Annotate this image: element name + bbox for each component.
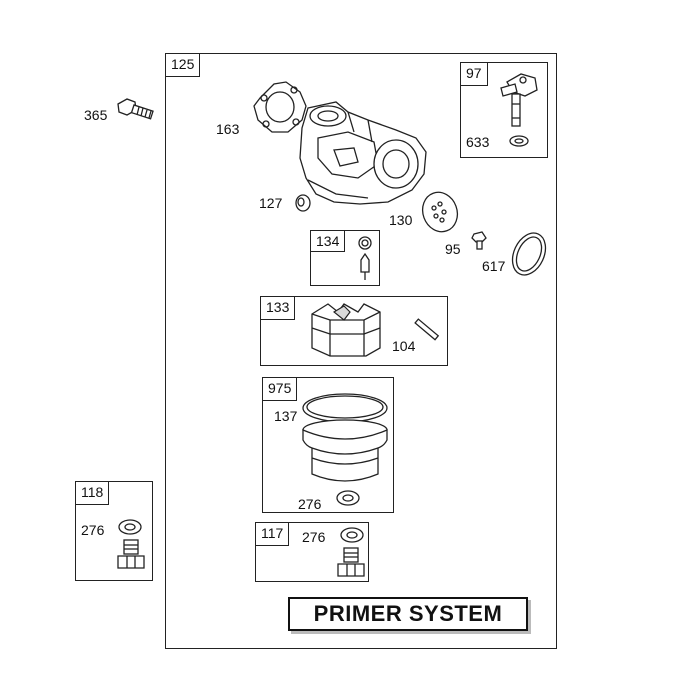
kit-97-tag: 97: [460, 62, 488, 86]
kit-97-frame: [460, 62, 548, 158]
o-ring-617-icon: [511, 232, 547, 276]
gasket-163-icon: [253, 81, 307, 133]
pin-104-icon: [414, 318, 440, 341]
float-bowl-icon: [302, 419, 388, 482]
callout-130: 130: [389, 212, 413, 228]
assembly-title: PRIMER SYSTEM: [288, 597, 528, 631]
kit-117-tag: 117: [255, 522, 290, 546]
needle-valve-134-icon: [358, 236, 372, 280]
float-133-icon: [311, 303, 381, 357]
washer-276-kit975-icon: [336, 490, 360, 506]
callout-633: 633: [466, 134, 490, 150]
seal-633-icon: [509, 135, 529, 147]
kit-118-frame: [75, 481, 153, 581]
callout-163: 163: [216, 121, 240, 137]
callout-104: 104: [392, 338, 416, 354]
kit-118-tag: 118: [75, 481, 110, 505]
bowl-nut-117-icon: [337, 547, 365, 577]
assembly-frame: [165, 53, 557, 649]
kit-975-frame: [262, 377, 394, 513]
callout-127: 127: [259, 195, 283, 211]
kit-134-tag: 134: [310, 230, 346, 252]
callout-137: 137: [274, 408, 298, 424]
callout-617: 617: [482, 258, 506, 274]
plate-130-icon: [421, 191, 459, 233]
bowl-nut-118-icon: [117, 539, 145, 569]
plug-127-icon: [295, 194, 311, 212]
carburetor-body-icon: [299, 101, 427, 205]
kit-975-tag: 975: [262, 377, 298, 401]
primer-bulb-lever-icon: [500, 73, 538, 127]
bolt-365-icon: [117, 98, 154, 120]
kit-133-tag: 133: [260, 296, 296, 320]
assembly-ref-tag: 125: [165, 53, 201, 77]
kit-117-frame: [255, 522, 369, 582]
screw-95-icon: [471, 231, 487, 250]
callout-276-kit117: 276: [302, 529, 326, 545]
callout-365: 365: [84, 107, 108, 123]
washer-276-kit118-icon: [118, 519, 142, 535]
callout-95: 95: [445, 241, 461, 257]
callout-276-kit975: 276: [298, 496, 322, 512]
callout-276-kit118: 276: [81, 522, 105, 538]
washer-276-kit117-icon: [340, 527, 364, 543]
kit-133-frame: [260, 296, 448, 366]
